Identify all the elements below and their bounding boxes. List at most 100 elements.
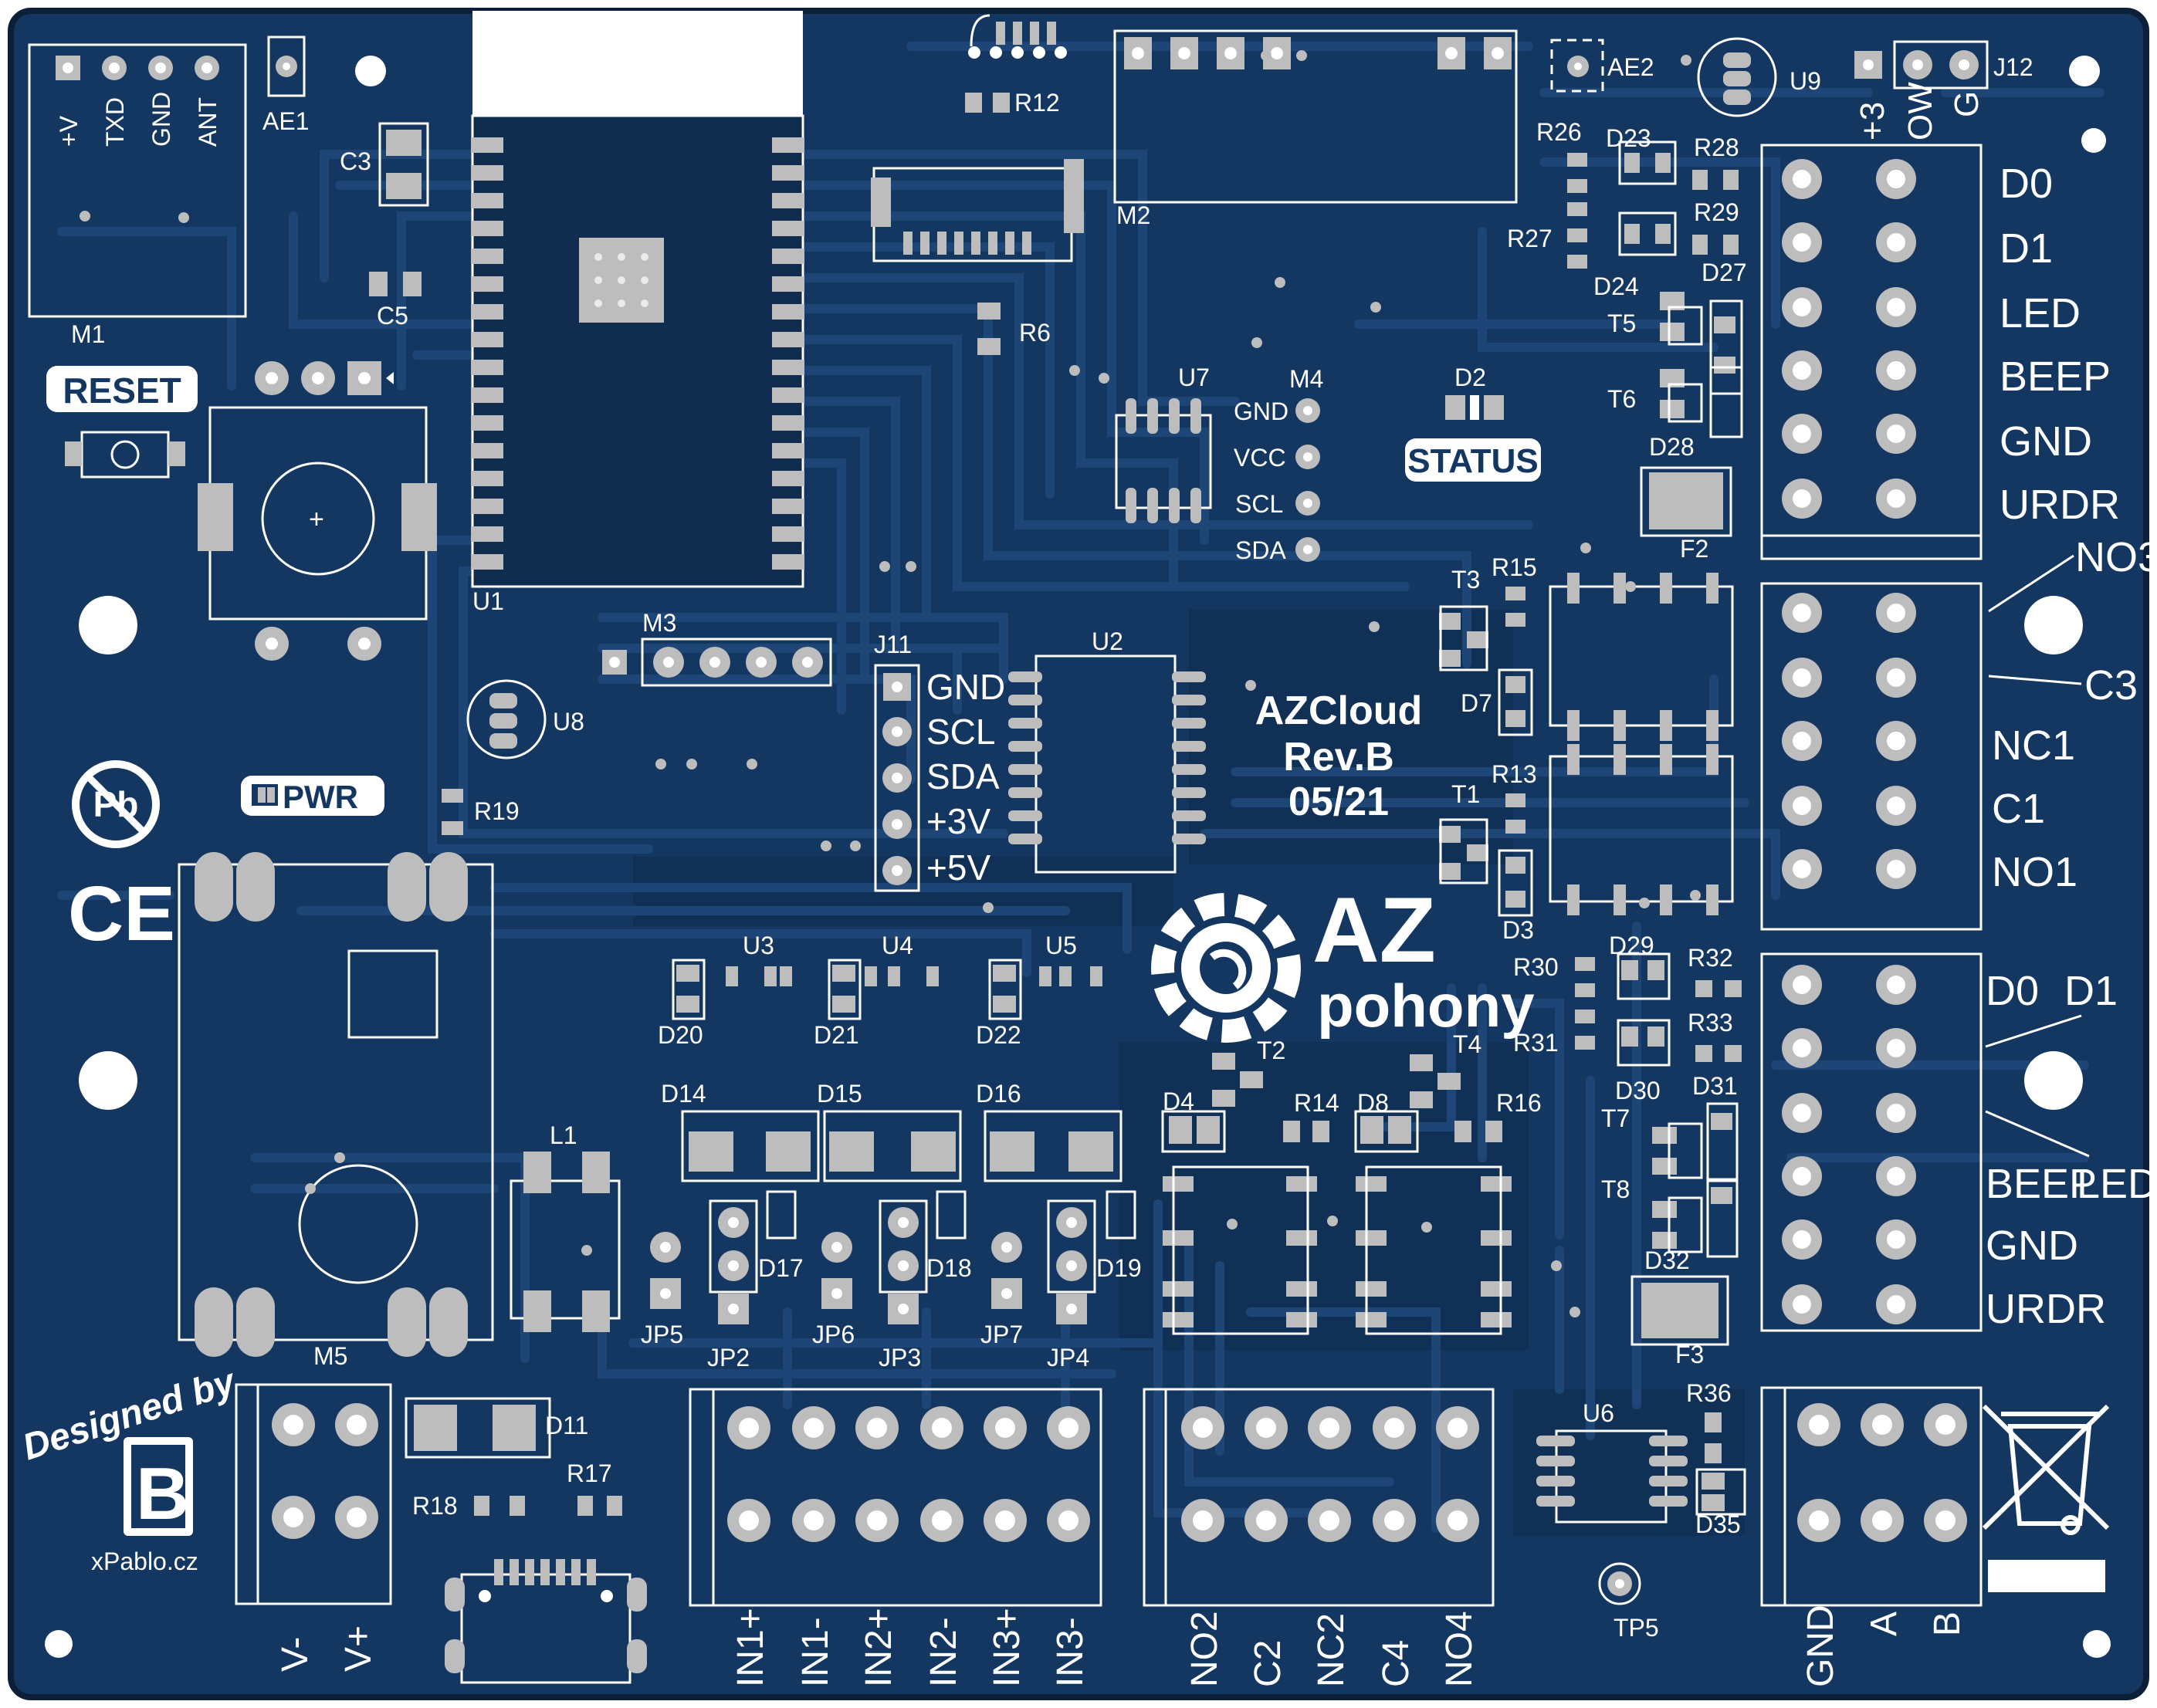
copper-traces xyxy=(57,42,2105,1533)
refdes-d28: D28 xyxy=(1649,433,1695,461)
bottom-relays: T2 D4 R14 D8 R16 T4 xyxy=(1161,1030,1542,1335)
power-terminal-block: V- V+ xyxy=(235,1383,392,1672)
refdes-r31: R31 xyxy=(1513,1029,1559,1057)
relay-terminal-block: NO3 C3 NC1 C1 NO1 xyxy=(1760,534,2157,931)
status-led: D2 STATUS xyxy=(1405,364,1541,482)
resistor-r17: R17 xyxy=(567,1459,622,1516)
refdes-r28: R28 xyxy=(1694,134,1739,161)
usb-c-connector[interactable] xyxy=(445,1559,647,1684)
input-terminal-block: IN1+ IN1- IN2+ IN2- IN3+ IN3- xyxy=(689,1388,1102,1687)
buzzer-component: + xyxy=(198,361,437,661)
reset-button[interactable]: RESET xyxy=(46,366,198,479)
board-title-block: AZCloud Rev.B 05/21 xyxy=(1255,688,1423,824)
designer-logo-letter: B xyxy=(136,1453,189,1535)
refdes-d27: D27 xyxy=(1702,259,1747,286)
relay-terminal-no1: NO1 xyxy=(1992,849,2077,895)
refdes-r18: R18 xyxy=(412,1492,458,1520)
resistor-r36-d35: R36 D35 xyxy=(1686,1379,1746,1538)
rs485-terminal-a: A xyxy=(1864,1612,1905,1636)
u7-chip: U7 xyxy=(1115,364,1212,523)
refdes-d14: D14 xyxy=(661,1080,706,1108)
refdes-t3: T3 xyxy=(1451,566,1480,594)
top-connector-strip xyxy=(968,14,1067,59)
lower-terminal-beep: BEEP xyxy=(1986,1161,2097,1207)
refdes-r30: R30 xyxy=(1513,953,1559,981)
jumper-row: D17 D18 D19 JP5 JP2 JP6 JP3 JP7 JP4 xyxy=(641,1190,1142,1371)
refdes-t7: T7 xyxy=(1601,1104,1630,1132)
upper-terminal-d1: D1 xyxy=(2000,225,2053,272)
m4-pin-sda: SDA xyxy=(1235,536,1286,564)
relay-terminal-nc1: NC1 xyxy=(1992,722,2075,769)
output-terminal-no4: NO4 xyxy=(1439,1611,1480,1687)
refdes-d32: D32 xyxy=(1644,1246,1690,1274)
refdes-r15: R15 xyxy=(1492,553,1537,581)
input-terminal-in2m: IN2- xyxy=(923,1617,964,1687)
refdes-u3: U3 xyxy=(743,932,774,959)
input-terminal-in3p: IN3+ xyxy=(987,1608,1028,1687)
refdes-r29: R29 xyxy=(1694,198,1739,226)
refdes-u7: U7 xyxy=(1178,364,1210,391)
refdes-r6: R6 xyxy=(1019,319,1051,347)
refdes-r12: R12 xyxy=(1014,89,1060,117)
right-middle-smd-parts: T3 R15 D7 R13 T1 D3 R30 D29 R32 R31 R33 … xyxy=(1439,553,1742,1368)
m3-header: M3 xyxy=(602,609,832,687)
refdes-d3: D3 xyxy=(1502,916,1534,944)
board-revision: Rev.B xyxy=(1283,735,1394,780)
refdes-d18: D18 xyxy=(926,1254,972,1282)
output-terminal-c4: C4 xyxy=(1376,1640,1417,1687)
refdes-d16: D16 xyxy=(976,1080,1021,1108)
lower-right-terminal-block: D0 D1 BEEP LED GND URDR xyxy=(1760,952,2157,1332)
m4-pin-vcc: VCC xyxy=(1234,444,1286,472)
refdes-r26: R26 xyxy=(1536,118,1582,146)
refdes-m4: M4 xyxy=(1289,365,1323,393)
sensor-u9: U9 xyxy=(1697,37,1821,117)
upper-terminal-urdr: URDR xyxy=(2000,482,2120,528)
refdes-jp2: JP2 xyxy=(707,1344,750,1371)
upper-terminal-gnd: GND xyxy=(2000,418,2092,465)
refdes-c5: C5 xyxy=(377,302,408,330)
m1-pin-label-3: GND xyxy=(147,92,175,147)
module-cutout xyxy=(472,11,803,119)
m1-pin-label-1: +V xyxy=(55,115,83,147)
refdes-u4: U4 xyxy=(882,932,913,959)
refdes-r13: R13 xyxy=(1492,760,1537,788)
refdes-d7: D7 xyxy=(1461,689,1492,717)
output-terminal-c2: C2 xyxy=(1248,1640,1288,1687)
refdes-t8: T8 xyxy=(1601,1175,1630,1203)
j11-pin-sda: SDA xyxy=(926,756,1000,797)
refdes-r33: R33 xyxy=(1688,1009,1733,1037)
refdes-t6: T6 xyxy=(1607,385,1636,413)
antenna-ae2: AE2 xyxy=(1550,39,1654,93)
refdes-r19: R19 xyxy=(474,797,520,825)
refdes-d30: D30 xyxy=(1615,1077,1661,1104)
refdes-f2: F2 xyxy=(1680,535,1708,563)
refdes-t4: T4 xyxy=(1453,1030,1481,1058)
output-terminal-block: NO2 C2 NC2 C4 NO4 xyxy=(1143,1388,1495,1687)
mounting-holes xyxy=(45,56,2111,1658)
m2-module: M2 xyxy=(1113,29,1518,229)
rs485-terminal-block: GND A B xyxy=(1760,1386,1983,1687)
input-terminal-in2p: IN2+ xyxy=(858,1608,899,1687)
m4-pin-scl: SCL xyxy=(1235,490,1283,518)
refdes-jp3: JP3 xyxy=(879,1344,921,1371)
reset-label: RESET xyxy=(63,370,181,411)
refdes-u8: U8 xyxy=(553,708,584,736)
lower-terminal-urdr: URDR xyxy=(1986,1286,2106,1332)
refdes-u9: U9 xyxy=(1790,67,1821,95)
diode-d11: D11 xyxy=(405,1397,588,1459)
relay-terminal-no3: NO3 xyxy=(2075,534,2157,580)
refdes-tp5: TP5 xyxy=(1614,1614,1659,1642)
refdes-m2: M2 xyxy=(1116,201,1150,229)
antenna-ae1: AE1 xyxy=(262,36,309,135)
m1-pin-label-2: TXD xyxy=(101,97,129,147)
lower-terminal-gnd: GND xyxy=(1986,1223,2078,1269)
upper-right-terminal-block: D0 D1 LED BEEP GND URDR xyxy=(1760,144,2120,560)
refdes-ae1: AE1 xyxy=(262,107,309,135)
refdes-m1: M1 xyxy=(71,320,105,348)
board-date: 05/21 xyxy=(1288,780,1389,824)
refdes-d31: D31 xyxy=(1692,1072,1738,1100)
upper-terminal-d0: D0 xyxy=(2000,161,2053,207)
ce-label: CE xyxy=(68,871,175,957)
m1-pin-label-4: ANT xyxy=(194,97,222,147)
